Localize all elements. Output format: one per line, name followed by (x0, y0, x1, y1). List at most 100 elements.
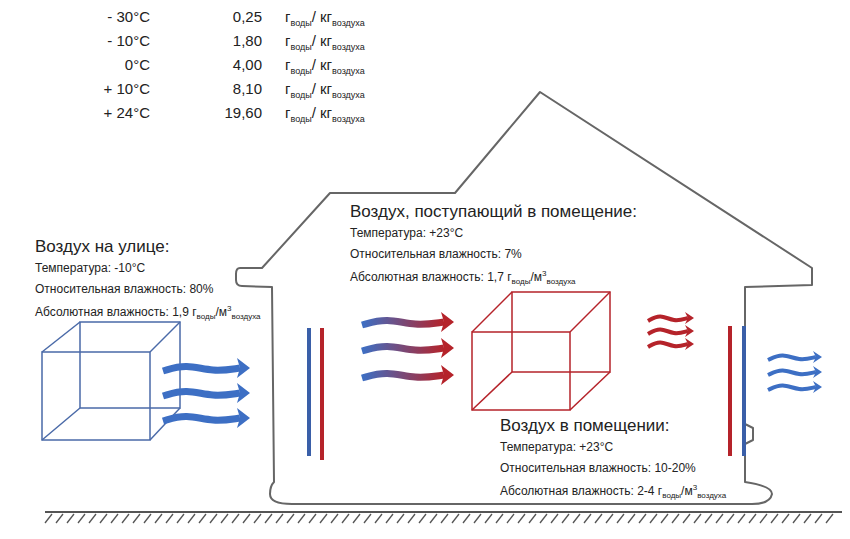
air-flow-arrow (768, 351, 822, 363)
block-heading: Воздух, поступающий в помещение: (350, 202, 637, 221)
unit-text: г (285, 56, 290, 73)
unit-text: г (285, 8, 290, 25)
hatch-stroke (177, 514, 184, 523)
table-row: - 30°C0,25гводы/ кгвоздуха (0, 7, 420, 27)
arrow-head (813, 351, 822, 363)
value-cell: 8,10 (190, 79, 262, 99)
arrow-head (441, 338, 454, 358)
hatch-stroke (408, 514, 415, 523)
hatch-stroke (474, 514, 481, 523)
hatch-stroke (419, 514, 426, 523)
arrow-head (237, 383, 250, 403)
arrow-shaft (163, 416, 240, 421)
arrow-head (441, 365, 454, 385)
text-block: Воздух в помещении:Температура: +23°C Отн… (500, 416, 726, 506)
hatch-stroke (628, 514, 635, 523)
unit-text: / кг (312, 8, 332, 25)
hatch-stroke (694, 514, 701, 523)
hatch-stroke (463, 514, 470, 523)
unit-script: 3 (693, 483, 697, 492)
arrow-shaft (768, 355, 816, 360)
hatch-stroke (430, 514, 437, 523)
hatch-stroke (672, 514, 679, 523)
hatch-stroke (826, 514, 833, 523)
arrow-shaft (648, 329, 688, 334)
unit-script: 3 (227, 304, 231, 313)
table-row: 0°C4,00гводы/ кгвоздуха (0, 55, 420, 75)
ground-line (45, 511, 842, 513)
hatch-stroke (320, 514, 327, 523)
block-text: Температура: +23°C (350, 226, 463, 240)
air-flow-arrow (648, 325, 694, 337)
indoor-air-block: Воздух в помещении:Температура: +23°C Отн… (472, 288, 730, 508)
hatch-stroke (364, 514, 371, 523)
air-flow-arrow (768, 381, 822, 393)
hatch-stroke (485, 514, 492, 523)
text-line: Температура: +23°C (500, 436, 726, 457)
hatch-stroke (133, 514, 140, 523)
block-text: Относительная влажность: 10-20% (500, 461, 696, 475)
unit-subscript: воздуха (332, 42, 365, 52)
arrow-head (237, 408, 250, 428)
hatch-stroke (804, 514, 811, 523)
unit-cell: гводы/ кгвоздуха (285, 103, 365, 129)
unit-subscript: воды (290, 18, 311, 28)
arrow-head (813, 381, 822, 393)
unit-subscript: воды (290, 42, 311, 52)
text-line: Относительная влажность: 7% (350, 243, 637, 264)
arrow-shaft (163, 391, 240, 396)
house-area: Воздух, поступающий в помещение: Температ… (235, 88, 827, 508)
unit-subscript: воздуха (332, 114, 365, 124)
outdoor-air-cube (42, 322, 180, 440)
hatch-stroke (683, 514, 690, 523)
value-cell: 4,00 (190, 55, 262, 75)
hatch-stroke (650, 514, 657, 523)
text-line: Воздух в помещении: (500, 416, 726, 436)
block-text: /м (530, 270, 542, 284)
air-flow-arrow (648, 338, 694, 350)
hatch-stroke (507, 514, 514, 523)
hatch-stroke (562, 514, 569, 523)
unit-subscript: воздуха (332, 90, 365, 100)
hatch-stroke (595, 514, 602, 523)
hatch-stroke (606, 514, 613, 523)
unit-text: / кг (312, 56, 332, 73)
air-flow-arrow (163, 408, 250, 428)
hatch-stroke (386, 514, 393, 523)
wall-cold-bar (307, 328, 311, 456)
unit-script: воздуха (231, 312, 260, 321)
text-line: Абсолютная влажность: 1,9 гводы/м3воздух… (35, 299, 261, 327)
table-row: + 10°C8,10гводы/ кгвоздуха (0, 79, 420, 99)
hatch-stroke (122, 514, 129, 523)
hatch-stroke (782, 514, 789, 523)
arrow-shaft (648, 316, 688, 321)
text-line: Температура: +23°C (350, 222, 637, 243)
unit-cell: гводы/ кгвоздуха (285, 55, 365, 81)
unit-cell: гводы/ кгвоздуха (285, 31, 365, 57)
arrow-shaft (768, 385, 816, 390)
block-text: /м (681, 484, 693, 498)
text-block: Воздух на улице:Температура: -10°CОтноси… (35, 237, 261, 327)
unit-text: / кг (312, 32, 332, 49)
air-flow-arrow (362, 365, 454, 385)
unit-subscript: воздуха (332, 66, 365, 76)
air-flow-arrows (163, 312, 822, 428)
hatch-stroke (254, 514, 261, 523)
hatch-stroke (375, 514, 382, 523)
hatch-stroke (639, 514, 646, 523)
air-flow-arrow (362, 338, 454, 358)
arrow-shaft (768, 370, 816, 375)
value-cell: 1,80 (190, 31, 262, 51)
hatch-stroke (188, 514, 195, 523)
value-cell: 0,25 (190, 7, 262, 27)
arrow-shaft (648, 342, 688, 347)
hatch-stroke (221, 514, 228, 523)
arrow-head (685, 338, 694, 350)
arrow-shaft (163, 366, 240, 371)
block-text: Абсолютная влажность: 1,7 г (350, 270, 512, 284)
temperature-cell: 0°C (40, 55, 150, 75)
hatch-stroke (144, 514, 151, 523)
hatch-stroke (617, 514, 624, 523)
hatch-stroke (705, 514, 712, 523)
